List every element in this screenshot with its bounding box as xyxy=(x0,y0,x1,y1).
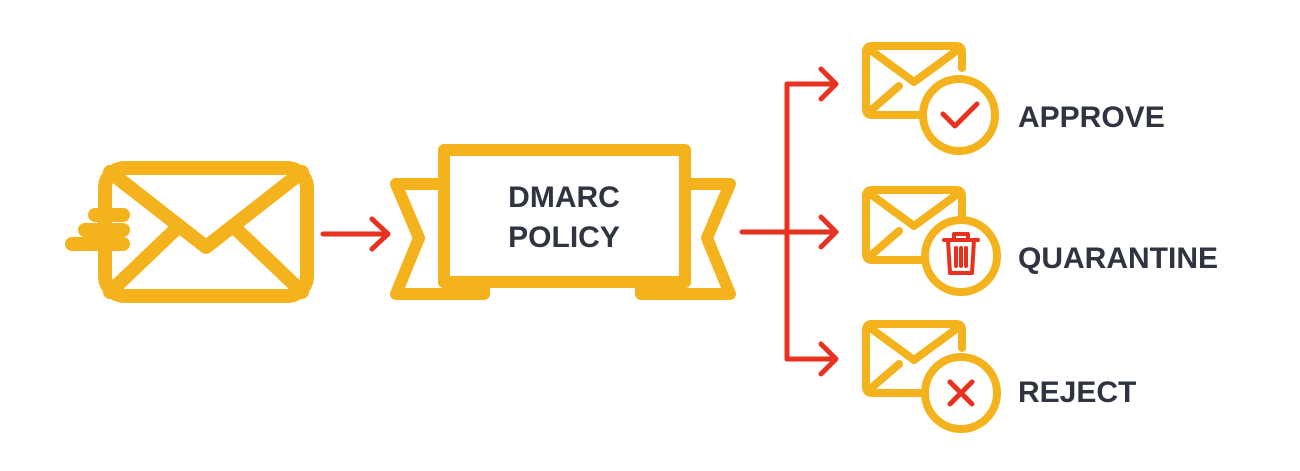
outcome-label-reject: REJECT xyxy=(1018,376,1136,409)
envelope-body xyxy=(98,161,314,303)
branch-arrows xyxy=(739,66,839,377)
outcome-label-quarantine: QUARANTINE xyxy=(1018,242,1218,275)
arrow-to-policy xyxy=(320,216,391,252)
banner-center-box xyxy=(438,144,691,288)
envelope-fold-left xyxy=(103,220,185,299)
x-badge-icon xyxy=(947,379,975,407)
trash-badge-icon xyxy=(942,232,980,275)
check-badge-icon xyxy=(940,101,980,129)
envelope-flap xyxy=(103,165,309,254)
quarantine-envelope-icon xyxy=(862,186,1001,296)
envelope-fold-right xyxy=(227,220,309,299)
approve-envelope-icon xyxy=(862,42,999,155)
outcome-label-approve: APPROVE xyxy=(1018,101,1165,134)
incoming-email-icon xyxy=(65,161,314,303)
dmarc-policy-banner xyxy=(390,144,736,300)
reject-envelope-icon xyxy=(862,320,1001,433)
policy-label-line2: POLICY xyxy=(508,221,620,254)
policy-label-line1: DMARC xyxy=(508,181,620,214)
